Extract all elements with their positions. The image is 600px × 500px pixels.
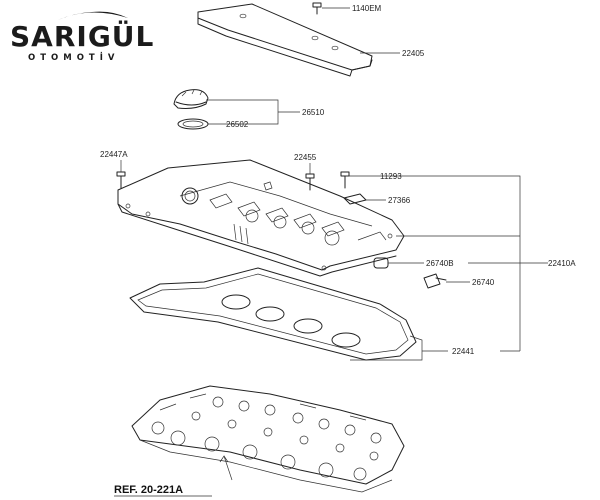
car-swoosh-icon xyxy=(58,11,128,20)
callout-22447a: 22447A xyxy=(100,150,128,159)
callout-22441: 22441 xyxy=(452,347,475,356)
seal-ring-26502 xyxy=(177,118,209,130)
cylinder-head-ref xyxy=(131,385,405,493)
callout-22405: 22405 xyxy=(402,49,425,58)
brand-logo: SARIGÜL OTOMOTİV xyxy=(10,11,154,63)
bolt-22455 xyxy=(305,173,315,191)
oil-filler-cap-26510 xyxy=(173,89,209,109)
callout-22455: 22455 xyxy=(294,153,317,162)
callout-26740b: 26740B xyxy=(426,259,454,268)
callout-26740: 26740 xyxy=(472,278,495,287)
callout-11293: 11293 xyxy=(380,172,402,181)
rocker-cover-22410a xyxy=(117,159,405,277)
leader-lines xyxy=(114,7,548,497)
logo-tagline: OTOMOTİV xyxy=(28,52,119,63)
bolt-11293 xyxy=(340,171,350,189)
bolt-22447a xyxy=(116,171,126,189)
callout-26502: 26502 xyxy=(226,120,249,129)
bolt-1140em xyxy=(312,2,322,15)
reference-label: REF. 20-221A xyxy=(114,484,183,496)
cover-shield-22405 xyxy=(197,3,373,77)
callout-26510: 26510 xyxy=(302,108,325,117)
callout-27366: 27366 xyxy=(388,196,411,205)
gasket-22441 xyxy=(129,267,417,361)
callout-1140em: 1140EM xyxy=(352,4,382,13)
pcv-valve-26740 xyxy=(423,273,447,289)
logo-name: SARIGÜL xyxy=(10,19,154,53)
callout-22410a: 22410A xyxy=(548,259,576,268)
